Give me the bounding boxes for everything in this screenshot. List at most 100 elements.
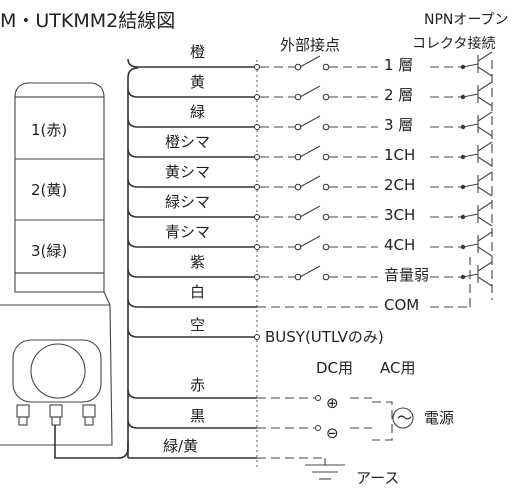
npn-input (462, 243, 479, 248)
signal-tower: 1(赤) 2(黄) 3(緑) (0, 82, 113, 446)
bus-junction (254, 64, 260, 70)
com-wire (127, 298, 257, 308)
npn-collector (477, 201, 493, 212)
contact-terminal (322, 273, 330, 281)
wire-label-red: 赤 (190, 376, 205, 394)
ac-source-circle (392, 407, 414, 429)
signal-wire (127, 58, 257, 68)
terminal-labels: 1 層 2 層 3 層 1CH 2CH 3CH 4CH 音量弱 COM BUSY… (265, 56, 429, 346)
npn-collector (477, 81, 493, 92)
contact-terminal (322, 123, 330, 131)
npn-emitter (477, 276, 493, 287)
wire-color-labels: 橙 黄 緑 橙シマ 黄シマ 緑シマ 青シマ 紫 白 空 赤 黒 緑/黄 (163, 43, 210, 455)
switch-blade (299, 175, 321, 188)
wire-label-white: 白 (190, 283, 205, 301)
npn-emitter (477, 66, 493, 77)
signal-wire (127, 268, 257, 278)
npn-collector (477, 141, 493, 152)
npn-emitter (477, 96, 493, 107)
switch-blade (299, 145, 321, 158)
terminal-busy: BUSY(UTLVのみ) (265, 328, 384, 346)
ground-symbol: アース (305, 458, 399, 487)
npn-collector (477, 111, 493, 122)
wire-label-orange: 橙 (190, 43, 205, 61)
wire-label-yellow: 黄 (190, 73, 205, 91)
cable-trunk (54, 67, 139, 459)
minus-terminal-icon: ⊖ (326, 424, 339, 442)
contact-terminal (322, 63, 330, 71)
terminal-4ch: 4CH (384, 236, 415, 254)
wire-label-black: 黒 (190, 407, 205, 425)
cable-gland-right (82, 404, 96, 426)
terminal-com: COM (384, 296, 419, 314)
wire-label-green: 緑 (190, 103, 205, 121)
npn-header-line2: コレクタ接続 (412, 35, 495, 52)
npn-collector (477, 231, 493, 242)
bus-junction (254, 94, 260, 100)
power-wire (127, 389, 257, 399)
busy-terminal (254, 334, 260, 340)
npn-emitter (477, 216, 493, 227)
tier-yellow-label: 2(黄) (31, 181, 67, 199)
wire-label-green-stripe: 緑シマ (165, 193, 210, 211)
npn-input (462, 93, 479, 98)
power-terminal (315, 395, 321, 401)
contact-terminal (322, 243, 330, 251)
signal-wire (127, 88, 257, 98)
switch-blade (299, 115, 321, 128)
switch-blade (299, 85, 321, 98)
wire-label-empty: 空 (190, 316, 205, 334)
contact-terminal (322, 213, 330, 221)
bus-junction (254, 214, 260, 220)
switch-blade (299, 235, 321, 248)
external-contact-header: 外部接点 (280, 36, 340, 54)
npn-input (462, 153, 479, 158)
contact-terminal (294, 243, 302, 251)
npn-input (462, 123, 479, 128)
diagram-title: M・UTKMM2結線図 (0, 10, 175, 32)
cable-gland-left (16, 404, 30, 426)
npn-input (462, 183, 479, 188)
ground-label: アース (356, 469, 399, 487)
bus-junction (254, 274, 260, 280)
switch-blade (299, 55, 321, 68)
npn-emitter (477, 186, 493, 197)
busy-wire (127, 328, 257, 338)
npn-input (462, 63, 479, 68)
switch-blade (299, 265, 321, 278)
power-section: DC用 AC用 ⊕ ⊖ ～ 電源 (316, 359, 454, 442)
switch-blade (299, 205, 321, 218)
contact-terminal (322, 153, 330, 161)
bus-junction (254, 124, 260, 130)
terminal-2ch: 2CH (384, 176, 415, 194)
npn-collector (477, 171, 493, 182)
cable-gland-center (49, 404, 63, 426)
power-wire (127, 419, 257, 429)
bus-junction (254, 154, 260, 160)
contact-terminal (322, 93, 330, 101)
contact-terminal (294, 93, 302, 101)
tier-red-label: 1(赤) (31, 121, 67, 139)
terminal-tier1: 1 層 (384, 56, 413, 74)
contact-terminal (294, 183, 302, 191)
npn-collector (477, 261, 493, 272)
ac-label: AC用 (380, 359, 415, 377)
contact-terminal (294, 153, 302, 161)
tier-green-label: 3(緑) (31, 242, 67, 260)
contact-terminal (294, 213, 302, 221)
bus-junction (254, 184, 260, 190)
signal-wire (127, 118, 257, 128)
npn-emitter (477, 126, 493, 137)
power-source-label: 電源 (424, 409, 454, 427)
signal-wire (127, 148, 257, 158)
signal-wire (127, 208, 257, 218)
contact-terminal (322, 183, 330, 191)
terminal-1ch: 1CH (384, 146, 415, 164)
signal-wire (127, 238, 257, 248)
wire-label-green-yellow: 緑/黄 (163, 437, 198, 455)
plus-terminal-icon: ⊕ (326, 394, 339, 412)
npn-input (462, 213, 479, 218)
contact-terminal (294, 123, 302, 131)
wire-harness (127, 51, 493, 459)
